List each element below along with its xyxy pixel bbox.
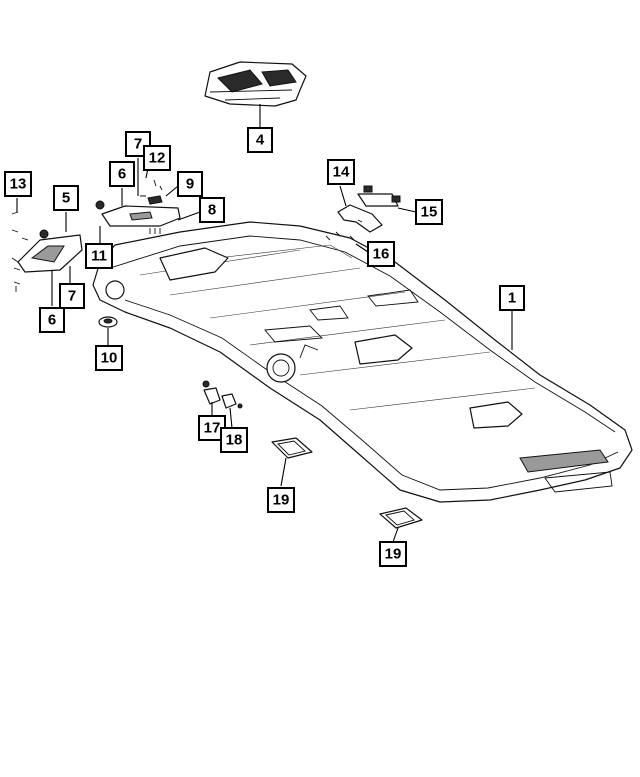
callout-7b-label: 7 bbox=[68, 288, 76, 305]
callout-15: 15 bbox=[415, 199, 443, 225]
right-sun-visor-part bbox=[95, 179, 181, 234]
callout-19a-label: 19 bbox=[273, 492, 290, 509]
callout-6a: 6 bbox=[109, 161, 135, 187]
callout-6a-label: 6 bbox=[118, 166, 126, 183]
callout-4-label: 4 bbox=[256, 132, 265, 149]
callout-13-label: 13 bbox=[10, 176, 27, 193]
leader-16 bbox=[355, 243, 369, 253]
callout-16: 16 bbox=[367, 241, 395, 267]
leader-19a bbox=[280, 457, 287, 487]
callout-11-label: 11 bbox=[91, 248, 107, 265]
callout-4: 4 bbox=[247, 127, 273, 153]
leader-8 bbox=[177, 211, 201, 221]
left-sun-visor-part bbox=[11, 229, 83, 292]
callout-8-label: 8 bbox=[208, 202, 216, 219]
leader-18 bbox=[229, 407, 233, 429]
callout-12: 12 bbox=[143, 145, 171, 171]
callout-6b-label: 6 bbox=[48, 312, 56, 329]
callout-7b: 7 bbox=[59, 283, 85, 309]
overhead-console-part bbox=[204, 61, 307, 107]
leader-lines bbox=[16, 104, 513, 543]
callout-1: 1 bbox=[499, 285, 525, 311]
leader-19b bbox=[392, 527, 399, 543]
callout-9: 9 bbox=[177, 171, 203, 197]
fastener-13-part bbox=[11, 211, 29, 241]
callout-19b-label: 19 bbox=[385, 546, 402, 563]
fastener-10-part bbox=[98, 316, 118, 328]
callout-11: 11 bbox=[85, 243, 113, 269]
callout-7a-label: 7 bbox=[134, 136, 142, 153]
leader-14 bbox=[339, 185, 347, 207]
callout-14-label: 14 bbox=[333, 164, 350, 181]
callout-18: 18 bbox=[220, 427, 248, 453]
callout-13: 13 bbox=[4, 171, 32, 197]
headliner-part bbox=[92, 221, 633, 503]
leader-15 bbox=[397, 207, 417, 213]
callout-16-label: 16 bbox=[373, 246, 390, 263]
grab-handle-part bbox=[325, 185, 401, 241]
callout-6b: 6 bbox=[39, 307, 65, 333]
callout-17-label: 17 bbox=[204, 420, 221, 437]
callout-8: 8 bbox=[199, 197, 225, 223]
leader-9 bbox=[165, 185, 179, 197]
callout-12-label: 12 bbox=[149, 150, 166, 167]
callout-19a: 19 bbox=[267, 487, 295, 513]
callout-7a: 7 bbox=[125, 131, 151, 157]
callout-9-label: 9 bbox=[186, 176, 194, 193]
callout-10-label: 10 bbox=[101, 350, 118, 367]
callout-5: 5 bbox=[53, 185, 79, 211]
callout-5-label: 5 bbox=[62, 190, 70, 207]
callout-19b: 19 bbox=[379, 541, 407, 567]
pad-19-lower-part bbox=[379, 507, 423, 529]
callout-15-label: 15 bbox=[421, 204, 438, 221]
pad-19-upper-part bbox=[271, 437, 313, 459]
callout-10: 10 bbox=[95, 345, 123, 371]
callout-18-label: 18 bbox=[226, 432, 243, 449]
clip-17-18-part bbox=[202, 380, 243, 409]
callout-1-label: 1 bbox=[508, 290, 516, 307]
callout-14: 14 bbox=[327, 159, 355, 185]
